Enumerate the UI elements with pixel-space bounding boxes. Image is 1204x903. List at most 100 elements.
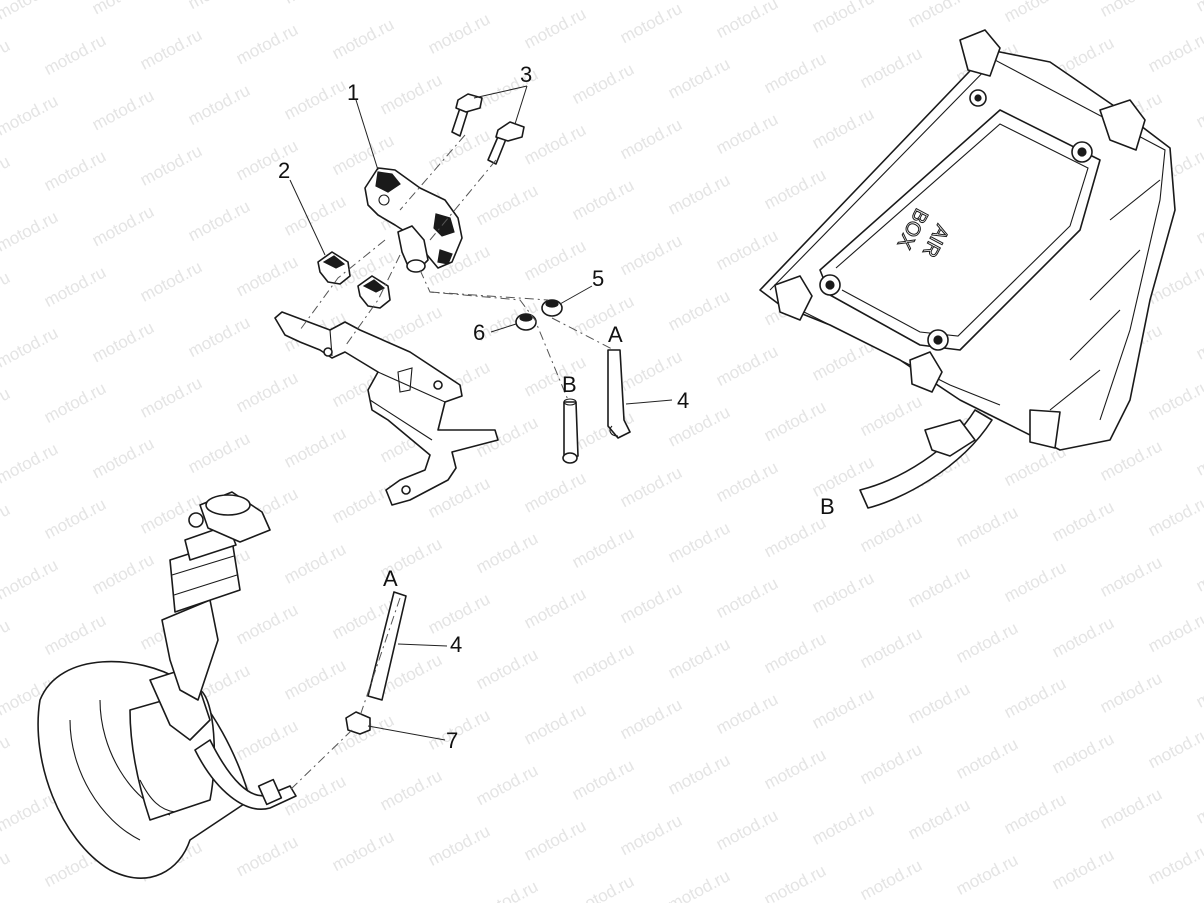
watermark-text: motod.ru [233,136,301,184]
watermark-text: motod.ru [665,866,733,903]
watermark-text: motod.ru [233,368,301,416]
watermark-text: motod.ru [665,286,733,334]
watermark-text: motod.ru [473,877,541,903]
watermark-text: motod.ru [761,49,829,97]
watermark-text: motod.ru [569,176,637,224]
watermark-text: motod.ru [0,500,13,548]
hose-part-4-lower [367,591,407,701]
watermark-text: motod.ru [617,695,685,743]
watermark-text: motod.ru [1049,845,1117,893]
watermark-text: motod.ru [521,584,589,632]
watermark-text: motod.ru [1193,199,1204,247]
assembly-centerlines [289,134,615,791]
watermark-text: motod.ru [185,0,253,13]
watermark-text: motod.ru [1097,785,1165,833]
clamp-part-5 [541,299,563,317]
watermark-text: motod.ru [1049,497,1117,545]
watermark-text: motod.ru [89,0,157,18]
watermark-text: motod.ru [185,313,253,361]
watermark-text: motod.ru [521,468,589,516]
watermark-text: motod.ru [1193,315,1204,363]
callout-5: 5 [592,266,604,291]
watermark-text: motod.ru [809,104,877,152]
watermark-text: motod.ru [1193,663,1204,711]
callout-7: 7 [446,728,458,753]
watermark-text: motod.ru [1193,0,1204,16]
watermark-text: motod.ru [665,170,733,218]
watermark-text: motod.ru [0,384,13,432]
watermark-text: motod.ru [137,373,205,421]
watermark-text: motod.ru [857,508,925,556]
watermark-text: motod.ru [41,611,109,659]
watermark-text: motod.ru [905,563,973,611]
watermark-text: motod.ru [1097,437,1165,485]
watermark-text: motod.ru [0,732,13,780]
watermark-text: motod.ru [665,54,733,102]
watermark-text: motod.ru [0,0,61,24]
watermark-text: motod.ru [761,745,829,793]
watermark-text: motod.ru [329,479,397,527]
watermark-text: motod.ru [473,181,541,229]
watermark-text: motod.ru [233,252,301,300]
watermark-text: motod.ru [713,0,781,42]
watermark-text: motod.ru [857,392,925,440]
watermark-text: motod.ru [1193,431,1204,479]
watermark-text: motod.ru [1097,0,1165,21]
watermark-text: motod.ru [233,716,301,764]
watermark-text: motod.ru [857,624,925,672]
watermark-text: motod.ru [761,629,829,677]
watermark-text: motod.ru [713,574,781,622]
clip-part-2 [317,251,391,309]
watermark-text: motod.ru [665,634,733,682]
watermark-text: motod.ru [809,800,877,848]
watermark-text: motod.ru [857,44,925,92]
watermark-text: motod.ru [857,740,925,788]
watermark-text: motod.ru [569,60,637,108]
watermark-text: motod.ru [281,539,349,587]
watermark-text: motod.ru [617,231,685,279]
watermark-text: motod.ru [617,579,685,627]
watermark-text: motod.ru [905,795,973,843]
watermark-text: motod.ru [1097,553,1165,601]
watermark-text: motod.ru [761,513,829,561]
watermark-text: motod.ru [953,502,1021,550]
watermark-text: motod.ru [41,263,109,311]
watermark-text: motod.ru [665,518,733,566]
watermark-text: motod.ru [377,70,445,118]
hose-b-upper [562,398,579,464]
watermark-text: motod.ru [0,207,61,255]
watermark-text: motod.ru [1145,724,1204,772]
callout-4-lower: 4 [450,632,462,657]
watermark-text: motod.ru [809,684,877,732]
watermark-text: motod.ru [89,550,157,598]
watermark-text: motod.ru [569,524,637,572]
watermark-text: motod.ru [0,91,61,139]
watermark-text: motod.ru [89,86,157,134]
watermark-text: motod.ru [89,318,157,366]
watermark-text: motod.ru [761,397,829,445]
watermark-text: motod.ru [137,25,205,73]
watermark-text: motod.ru [1001,558,1069,606]
watermark-text: motod.ru [329,827,397,875]
watermark-text: motod.ru [281,655,349,703]
valve-part-1 [364,167,463,273]
airbox-assembly [759,29,1176,509]
watermark-text: motod.ru [0,323,61,371]
watermark-text: motod.ru [0,616,13,664]
watermark-text: motod.ru [617,463,685,511]
watermark-text: motod.ru [137,257,205,305]
watermark-text: motod.ru [281,191,349,239]
watermark-text: motod.ru [0,439,61,487]
callout-1: 1 [347,80,359,105]
clamp-part-6 [515,313,537,331]
watermark-text: motod.ru [1001,674,1069,722]
callout-leaders [289,85,673,741]
watermark-text: motod.ru [425,821,493,869]
hose-part-4-upper [607,349,631,439]
watermark-text: motod.ru [281,0,349,8]
watermark-text: motod.ru [41,495,109,543]
watermark-text: motod.ru [617,811,685,859]
watermark-text: motod.ru [233,832,301,880]
watermark-text: motod.ru [0,268,13,316]
